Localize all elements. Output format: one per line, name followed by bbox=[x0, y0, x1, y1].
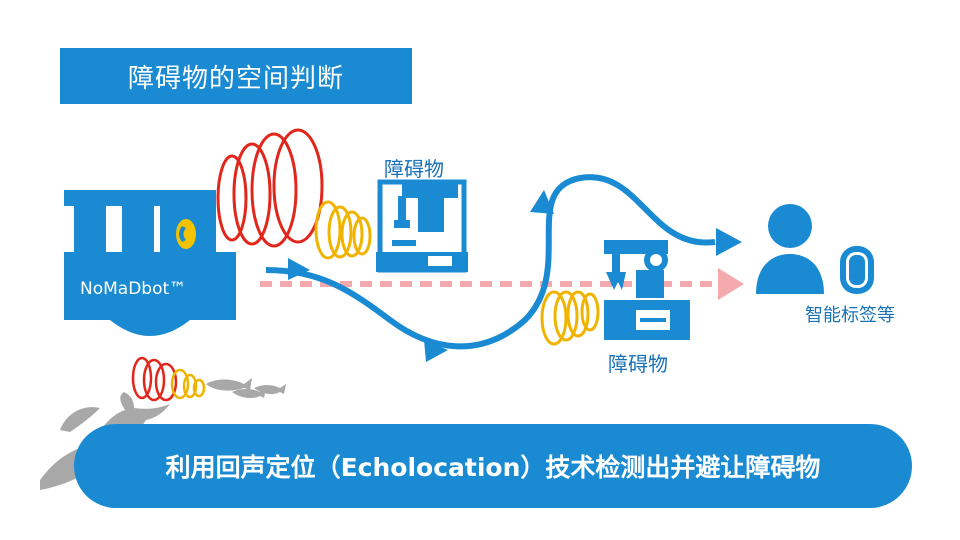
smart-tag-icon bbox=[840, 246, 874, 294]
yellow-echo-waves-2 bbox=[540, 290, 600, 346]
person-icon bbox=[756, 204, 824, 294]
obstacle-machine-icon bbox=[376, 179, 468, 273]
target-label: 智能标签等 bbox=[805, 305, 895, 326]
obstacle-label-1: 障碍物 bbox=[384, 157, 444, 181]
caption-banner: 利用回声定位（Echolocation）技术检测出并避让障碍物 bbox=[74, 424, 912, 508]
dotted-path-arrow bbox=[718, 268, 744, 300]
dolphin-sonar-waves bbox=[131, 356, 206, 402]
fish-icon bbox=[206, 378, 286, 399]
yellow-echo-waves-1 bbox=[314, 200, 372, 260]
robot-icon bbox=[64, 190, 236, 336]
red-sonar-waves bbox=[216, 128, 324, 248]
obstacle-label-2: 障碍物 bbox=[608, 352, 668, 376]
path-arrow-3 bbox=[530, 190, 554, 214]
avoidance-path bbox=[265, 174, 716, 350]
path-arrow-end bbox=[716, 228, 742, 256]
path-arrow-1 bbox=[288, 258, 310, 280]
path-arrow-2 bbox=[424, 340, 448, 362]
robot-arm-machine-icon bbox=[604, 240, 690, 340]
page-title: 障碍物的空间判断 bbox=[60, 48, 412, 104]
robot-name-label: NoMaDbot™ bbox=[80, 279, 187, 299]
